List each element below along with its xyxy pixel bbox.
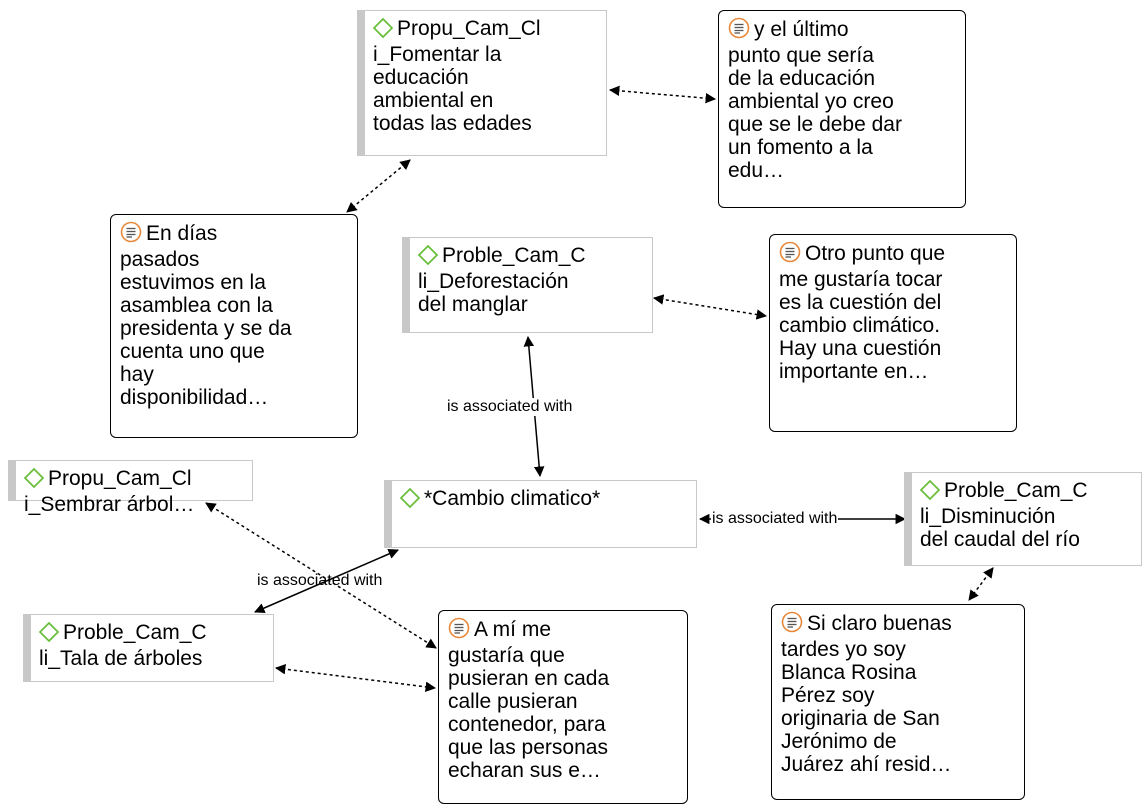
code-diamond-icon <box>417 244 439 270</box>
edge-tala-ami <box>274 663 437 693</box>
edge-deforestacion-otropunto <box>652 294 768 320</box>
code-diamond-icon <box>23 467 45 493</box>
edge-fomentar-ultimo <box>608 85 717 104</box>
code-diamond-icon <box>372 17 394 43</box>
node-label: Proble_Cam_C li_Deforestación del mangla… <box>418 244 586 316</box>
edge-fomentar-endias <box>346 159 411 213</box>
node-label: Si claro buenas tardes yo soy Blanca Ros… <box>781 612 952 776</box>
quote-node-ultimo[interactable]: y el último punto que sería de la educac… <box>718 10 966 208</box>
quote-lines-icon <box>728 17 750 44</box>
code-diamond-icon <box>38 621 60 647</box>
edge-cambio-tala <box>254 548 399 614</box>
code-diamond-icon <box>919 479 941 505</box>
edge-label-cambio-tala: is associated with <box>257 572 383 589</box>
code-node-deforestacion[interactable]: Proble_Cam_C li_Deforestación del mangla… <box>402 237 653 333</box>
code-node-cambio-climatico[interactable]: *Cambio climatico* <box>384 480 697 548</box>
node-label: *Cambio climatico* <box>424 487 601 510</box>
quote-node-si-claro[interactable]: Si claro buenas tardes yo soy Blanca Ros… <box>771 604 1025 800</box>
edge-label-deforestacion-cambio: is associated with <box>446 398 574 416</box>
code-node-sembrar[interactable]: Propu_Cam_Cl i_Sembrar árbol… <box>8 460 253 516</box>
quote-node-otro-punto[interactable]: Otro punto que me gustaría tocar es la c… <box>769 234 1017 432</box>
quote-lines-icon <box>779 241 801 268</box>
quote-node-a-mi[interactable]: A mí me gustaría que pusieran en cada ca… <box>438 610 688 804</box>
edge-label-cambio-disminucion: is associated with <box>711 510 839 528</box>
code-node-disminucion[interactable]: Proble_Cam_C li_Disminución del caudal d… <box>904 472 1142 566</box>
node-label: A mí me gustaría que pusieran en cada ca… <box>448 618 610 782</box>
edge-disminucion-siclaro <box>968 567 994 601</box>
node-label: Otro punto que me gustaría tocar es la c… <box>779 242 946 383</box>
code-node-tala[interactable]: Proble_Cam_C li_Tala de árboles <box>23 614 274 682</box>
code-node-fomentar[interactable]: Propu_Cam_Cl i_Fomentar la educación amb… <box>357 10 607 156</box>
code-diamond-icon <box>399 487 421 513</box>
quote-lines-icon <box>448 617 470 644</box>
quote-lines-icon <box>781 611 803 638</box>
node-label: En días pasados estuvimos en la asamblea… <box>120 222 292 409</box>
node-label: y el último punto que sería de la educac… <box>728 18 902 182</box>
node-label: Propu_Cam_Cl i_Sembrar árbol… <box>24 467 195 516</box>
node-label: Proble_Cam_C li_Tala de árboles <box>39 621 207 670</box>
node-label: Proble_Cam_C li_Disminución del caudal d… <box>920 479 1088 551</box>
node-label: Propu_Cam_Cl i_Fomentar la educación amb… <box>373 17 541 135</box>
quote-node-en-dias[interactable]: En días pasados estuvimos en la asamblea… <box>110 214 358 438</box>
quote-lines-icon <box>120 221 142 248</box>
